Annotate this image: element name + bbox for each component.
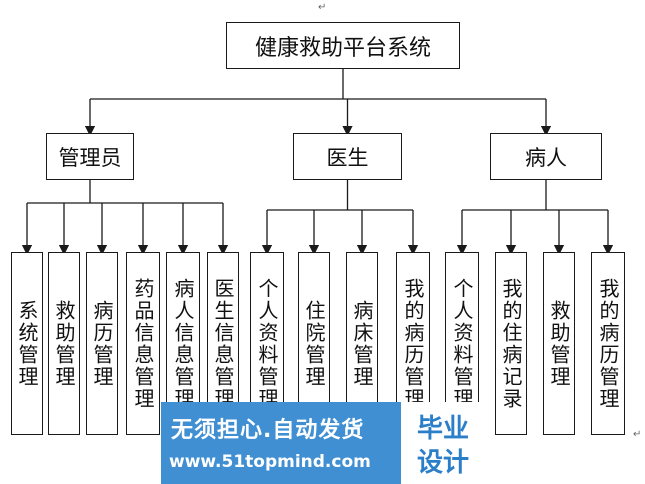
leaf-node: 救助管理 [48,252,80,435]
leaf-label: 救助管理 [547,299,571,388]
leaf-label: 救助管理 [52,299,76,388]
leaf-node: 救助管理 [543,252,575,435]
watermark-left: 无须担心.自动发货 www.51topmind.com [161,402,399,484]
leaf-node: 病历管理 [86,252,118,435]
leaf-label: 个人资料管理 [255,277,279,410]
watermark-banner: 无须担心.自动发货 www.51topmind.com 毕业 设计 [161,402,483,484]
root-label: 健康救助平台系统 [254,35,431,61]
leaf-label: 系统管理 [15,299,39,388]
watermark-badge-line1: 毕业 [416,414,469,444]
group-label: 病人 [525,145,567,170]
leaf-node: 系统管理 [11,252,43,435]
leaf-label: 我的病历管理 [596,277,620,410]
group-label: 管理员 [58,145,122,170]
paragraph-mark-bottom: ↵ [633,429,642,440]
leaf-label: 医生信息管理 [211,277,235,410]
leaf-label: 我的住病记录 [499,277,523,410]
watermark-badge: 毕业 设计 [401,402,483,484]
leaf-label: 我的病历管理 [401,277,425,410]
leaf-label: 个人资料管理 [450,277,474,410]
leaf-label: 住院管理 [302,299,326,388]
paragraph-mark-top: ↵ [318,2,327,13]
group-node-patient: 病人 [490,133,602,180]
leaf-label: 病历管理 [90,299,114,388]
group-label: 医生 [326,145,369,170]
watermark-slogan: 无须担心.自动发货 [171,418,365,443]
root-node: 健康救助平台系统 [226,22,460,69]
leaf-label: 药品信息管理 [131,277,155,410]
leaf-node: 我的病历管理 [591,252,625,435]
watermark-url: www.51topmind.com [169,452,371,472]
watermark-badge-line2: 设计 [416,448,469,478]
leaf-node: 药品信息管理 [126,252,160,435]
group-node-admin: 管理员 [46,133,134,180]
leaf-label: 病人信息管理 [171,277,195,410]
leaf-node: 我的住病记录 [495,252,527,435]
leaf-label: 病床管理 [350,299,374,388]
group-node-doctor: 医生 [293,133,402,180]
